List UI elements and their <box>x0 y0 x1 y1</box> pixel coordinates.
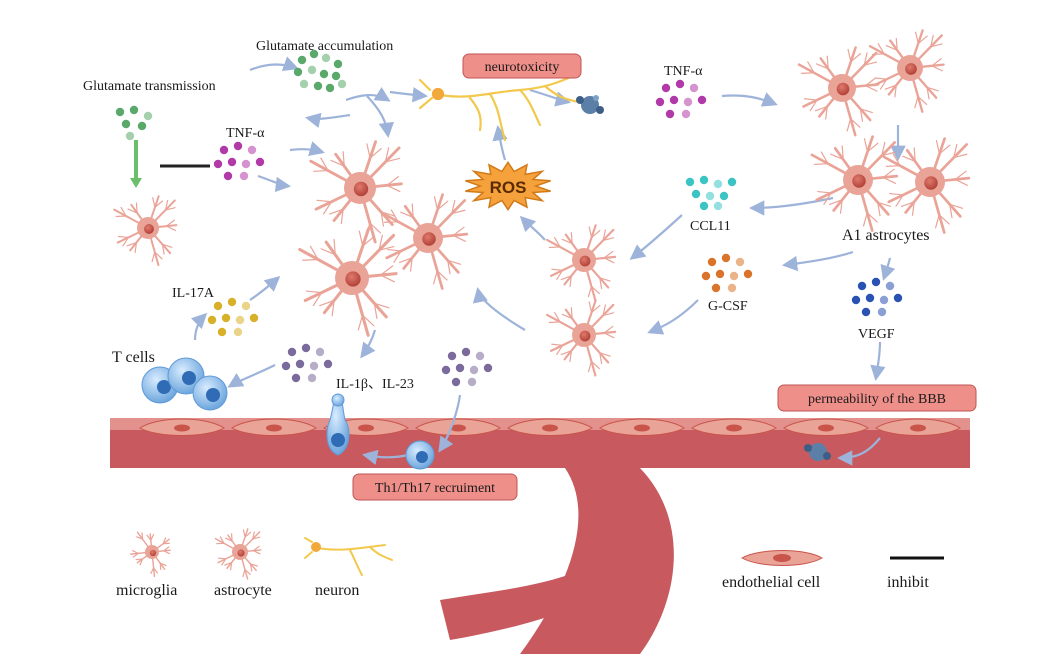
damaged-cell-icon <box>804 443 831 461</box>
legend-microglia-icon <box>130 531 171 578</box>
th-recruitment-label: Th1/Th17 recruiment <box>375 481 495 496</box>
microglia-cell-left <box>113 195 178 267</box>
legend-inhibit-label: inhibit <box>887 574 929 591</box>
il1b-il23-molecules-right <box>441 347 493 387</box>
a1-astrocyte-cell-b <box>882 137 971 234</box>
legend-icons <box>130 528 262 580</box>
arrow-layer <box>190 56 906 466</box>
astrocyte-cell-top-right-b <box>868 29 945 113</box>
damaged-neuron-icon <box>576 95 604 114</box>
legend-astrocyte-label: astrocyte <box>214 582 272 599</box>
astrocyte-cell-top-right-a <box>797 46 880 137</box>
g-csf-label: G-CSF <box>708 299 748 314</box>
microglia-cell-ccl11-target <box>546 224 617 302</box>
il1b-il23-label: IL-1β、IL-23 <box>336 377 414 392</box>
astrocyte-cell-center-right <box>380 193 469 290</box>
t-cells <box>141 357 228 411</box>
ros-label: ROS <box>490 178 527 197</box>
bbb-permeability-label: permeability of the BBB <box>808 392 946 407</box>
neuron <box>418 73 582 142</box>
endothelial-cell <box>783 418 869 436</box>
legend-microglia-label: microglia <box>116 582 177 599</box>
ccl11-molecules <box>685 175 737 211</box>
il17a-molecules <box>207 297 259 337</box>
glutamate-transmission-label: Glutamate transmission <box>83 79 216 94</box>
ros-burst: ROS <box>465 161 551 211</box>
microglia-cell-gcsf-target <box>546 299 617 377</box>
a1-astrocyte-cell-a <box>810 135 899 232</box>
legend-astrocyte-icon <box>214 528 262 580</box>
transmigrating-t-cells <box>326 393 435 470</box>
endothelial-layer <box>139 418 961 436</box>
t-cells-label: T cells <box>112 349 155 366</box>
tnf-alpha-right-molecules <box>655 79 707 119</box>
blood-vessel <box>110 418 970 654</box>
bbb-permeability-box: permeability of the BBB <box>777 384 977 412</box>
legend: microglia astrocyte neuron endothelial c… <box>116 528 944 599</box>
glutamate-transmission-molecules <box>115 105 153 141</box>
neurotoxicity-box: neurotoxicity <box>462 53 582 79</box>
cell-layer <box>113 29 971 377</box>
tnf-alpha-right-label: TNF-α <box>664 64 703 79</box>
astrocyte-cell-center-top <box>309 140 403 244</box>
il1b-il23-molecules-left <box>281 343 333 383</box>
endothelial-cell <box>139 418 225 436</box>
il17a-label: IL-17A <box>172 286 215 301</box>
inhibit-symbol <box>130 140 210 188</box>
endothelial-cell <box>599 418 685 436</box>
glutamate-accumulation-label: Glutamate accumulation <box>256 39 393 54</box>
legend-endothelial-icon <box>740 550 823 566</box>
vegf-molecules <box>851 277 903 317</box>
endothelial-cell <box>875 418 961 436</box>
legend-neuron-label: neuron <box>315 582 359 599</box>
th-recruitment-box: Th1/Th17 recruiment <box>352 473 518 501</box>
neurotoxicity-label: neurotoxicity <box>485 60 560 75</box>
g-csf-molecules <box>701 253 753 293</box>
glutamate-accumulation-molecules <box>293 49 347 93</box>
legend-endothelial-label: endothelial cell <box>722 574 821 591</box>
vegf-label: VEGF <box>858 327 895 342</box>
endothelial-cell <box>507 418 593 436</box>
endothelial-cell <box>691 418 777 436</box>
tnf-alpha-left-molecules <box>213 141 265 181</box>
endothelial-cell <box>231 418 317 436</box>
endothelial-cell <box>415 418 501 436</box>
ccl11-label: CCL11 <box>690 219 731 234</box>
a1-astrocytes-label: A1 astrocytes <box>842 227 930 244</box>
tnf-alpha-left-label: TNF-α <box>226 126 265 141</box>
astrocyte-cell-center <box>298 227 398 337</box>
legend-neuron-icon <box>304 537 393 576</box>
molecule-layer <box>115 49 903 387</box>
